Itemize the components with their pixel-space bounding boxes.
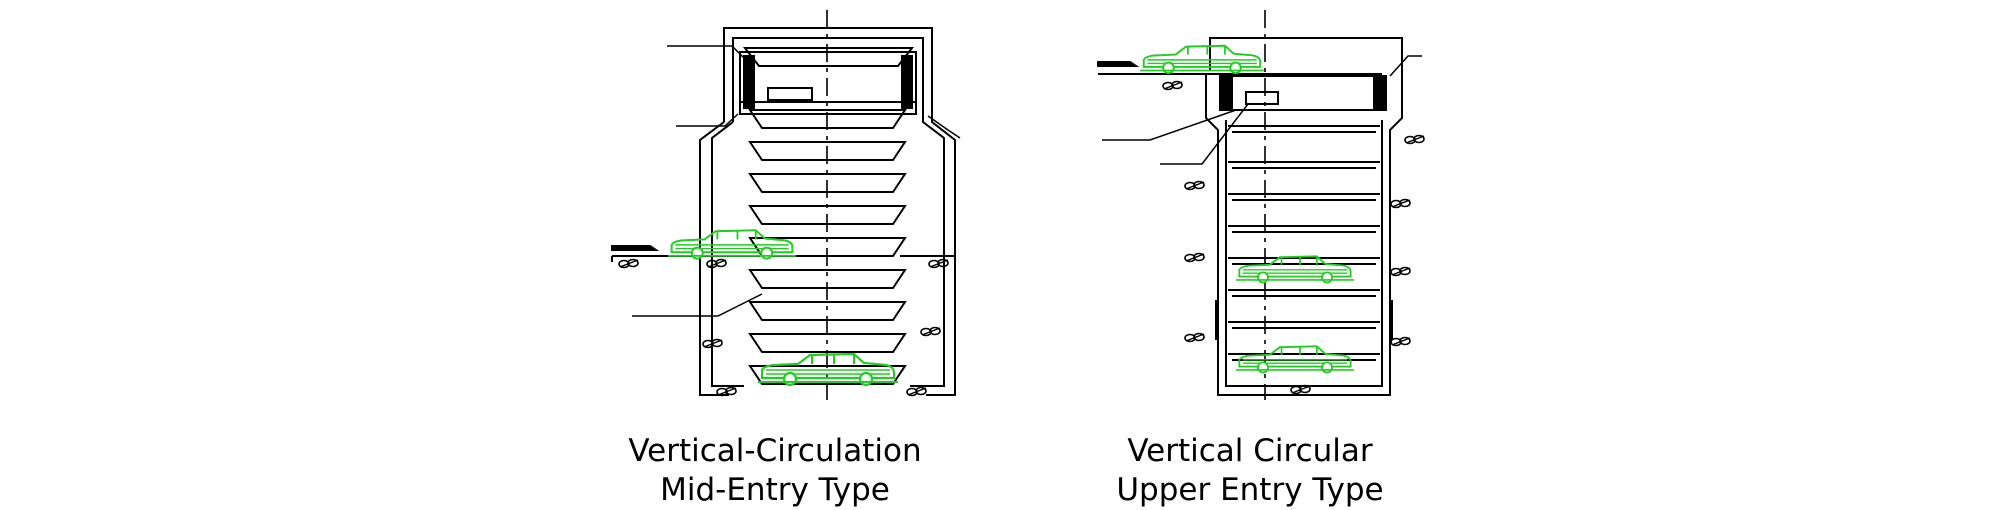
gravel-hatch-icon <box>716 386 737 397</box>
car-icon <box>758 352 898 386</box>
mid-entry-caption: Vertical-Circulation Mid-Entry Type <box>560 432 990 510</box>
gravel-hatch-icon <box>1404 134 1425 145</box>
mid-entry-diagram <box>611 10 961 400</box>
car-icon <box>1236 345 1354 374</box>
inner-wall <box>711 37 945 387</box>
gravel-hatch-icon <box>928 258 949 269</box>
car-icon <box>1236 255 1354 284</box>
inner-wall <box>1225 73 1383 387</box>
gravel-hatch-icon <box>1184 180 1205 191</box>
gravel-hatch-icon <box>920 326 941 337</box>
upper-entry-caption: Vertical Circular Upper Entry Type <box>1035 432 1465 510</box>
car-icon <box>668 229 796 260</box>
platforms <box>1228 125 1380 361</box>
caption-line: Upper Entry Type <box>1116 472 1384 508</box>
gravel-hatch-icon <box>1390 266 1411 277</box>
gravel-hatch-icon <box>1390 198 1411 209</box>
gravel-hatch-icon <box>1162 80 1183 91</box>
outer-wall <box>1205 37 1403 396</box>
lift-housing <box>739 51 917 115</box>
caption-line: Mid-Entry Type <box>660 472 890 508</box>
gravel-hatch-icon <box>1184 252 1205 263</box>
gravel-hatch-icon <box>618 258 639 269</box>
gravel-hatch-icon <box>1290 384 1311 395</box>
outer-wall <box>699 27 956 396</box>
leader-lines <box>1102 55 1422 165</box>
gravel-hatch-icon <box>1390 336 1411 347</box>
platforms <box>742 47 915 385</box>
car-icon <box>1140 44 1264 74</box>
gravel-hatch-icon <box>706 258 727 269</box>
gravel-hatch-icon <box>1184 332 1205 343</box>
upper-entry-diagram <box>1097 10 1425 400</box>
lift-housing <box>1219 75 1387 111</box>
leader-lines <box>632 45 961 317</box>
gravel-hatch-icon <box>906 386 927 397</box>
caption-line: Vertical Circular <box>1127 433 1373 469</box>
caption-line: Vertical-Circulation <box>628 433 922 469</box>
gravel-hatch-icon <box>702 338 723 349</box>
